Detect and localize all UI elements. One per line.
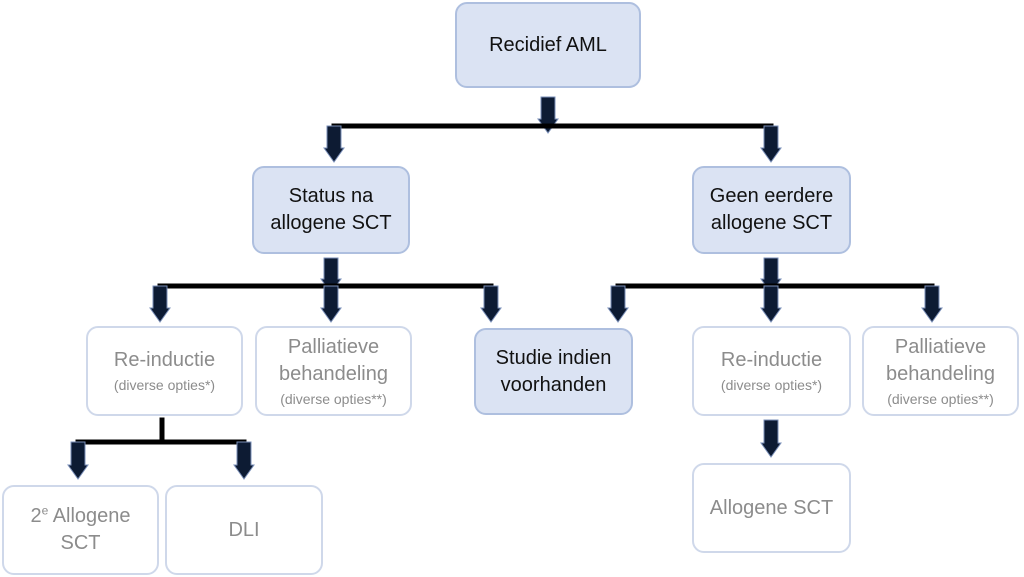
node-label: Re-inductie (113, 349, 216, 371)
node-label: Geen eerdere allogene SCT (709, 185, 834, 234)
arrow-down-icon (760, 419, 782, 458)
node-2e-allogene-sct: 2e Allogene SCT (2, 485, 159, 575)
node-sublabel: (diverse opties**) (887, 390, 994, 407)
arrow-down-icon (149, 285, 171, 323)
node-label: Re-inductie (720, 349, 823, 371)
node-label: Status na allogene SCT (270, 185, 392, 234)
node-label: Studie indien voorhanden (495, 346, 612, 396)
node-label: Palliatieve behandeling (886, 335, 995, 385)
node-allogene-sct: Allogene SCT (692, 463, 851, 553)
node-geen-eerdere-allogene-sct: Geen eerdere allogene SCT (692, 166, 851, 254)
node-label: Palliatieve behandeling (279, 335, 388, 385)
arrow-down-icon (67, 441, 89, 480)
arrow-down-icon (320, 285, 342, 323)
arrow-down-icon (921, 285, 943, 323)
node-studie-indien-voorhanden: Studie indien voorhanden (474, 328, 633, 415)
node-palliatieve-behandeling-left: Palliatieve behandeling (diverse opties*… (255, 326, 412, 416)
arrow-down-icon (760, 125, 782, 163)
node-recidief-aml: Recidief AML (455, 2, 641, 88)
node-label: DLI (228, 518, 260, 541)
node-sublabel: (diverse opties*) (720, 377, 823, 393)
arrow-down-icon (760, 285, 782, 323)
node-dli: DLI (165, 485, 323, 575)
node-sublabel: (diverse opties*) (113, 377, 216, 393)
node-re-inductie-left: Re-inductie (diverse opties*) (86, 326, 243, 416)
node-sublabel: (diverse opties**) (280, 390, 387, 407)
node-label: Recidief AML (489, 33, 607, 56)
node-status-na-allogene-sct: Status na allogene SCT (252, 166, 410, 254)
node-label: Allogene SCT (709, 496, 834, 519)
node-label: 2e Allogene SCT (30, 503, 131, 554)
node-re-inductie-right: Re-inductie (diverse opties*) (692, 326, 851, 416)
arrow-down-icon (233, 441, 255, 480)
arrow-down-icon (323, 125, 345, 163)
node-palliatieve-behandeling-right: Palliatieve behandeling (diverse opties*… (862, 326, 1019, 416)
arrow-down-icon (607, 285, 629, 323)
arrow-down-icon (480, 285, 502, 323)
